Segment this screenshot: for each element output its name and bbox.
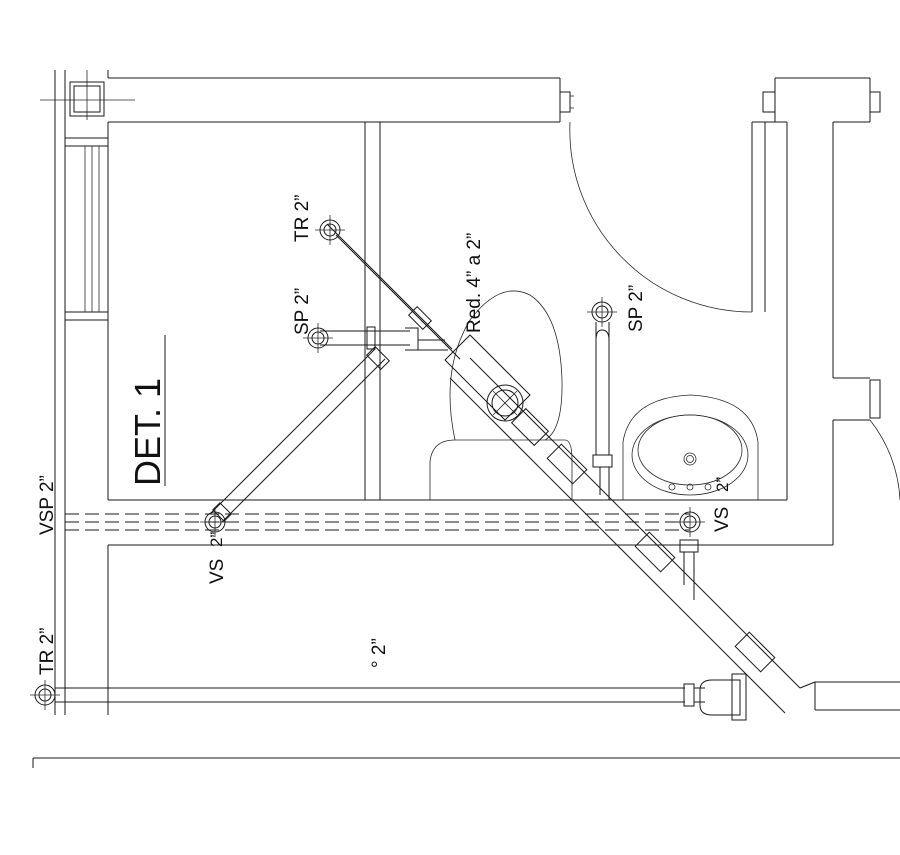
walls — [32, 70, 900, 768]
sp-left-branch — [303, 323, 448, 353]
main-drain-pipe — [444, 334, 900, 721]
toilet-fixture — [429, 290, 573, 500]
label-vs-left-size: 2” — [207, 532, 226, 547]
label-tr-left: TR 2” — [37, 628, 58, 676]
detail-title-group: DET. 1 — [127, 335, 168, 486]
vent-line-dashed — [65, 513, 690, 531]
label-vs-left: VS — [207, 559, 228, 584]
label-vs-right-size: 2” — [713, 477, 732, 492]
tr-left-horizontal-pipe — [30, 680, 705, 710]
label-sp-right: SP 2” — [626, 285, 647, 332]
sp-right-riser — [587, 297, 617, 500]
label-reduction: Red. 4” a 2” — [464, 233, 485, 333]
vs-right-riser — [675, 507, 705, 600]
detail-title: DET. 1 — [127, 378, 168, 486]
label-vs-right: VS — [712, 507, 733, 532]
label-floor-drain: ° 2” — [369, 638, 390, 668]
tr-branch-pipe — [315, 215, 461, 360]
label-sp-left: SP 2” — [292, 288, 313, 335]
vs-left-branch — [200, 345, 391, 537]
sink-fixture — [622, 394, 759, 500]
label-tr-top: TR 2” — [292, 195, 313, 243]
label-vsp: VSP 2” — [37, 475, 58, 535]
